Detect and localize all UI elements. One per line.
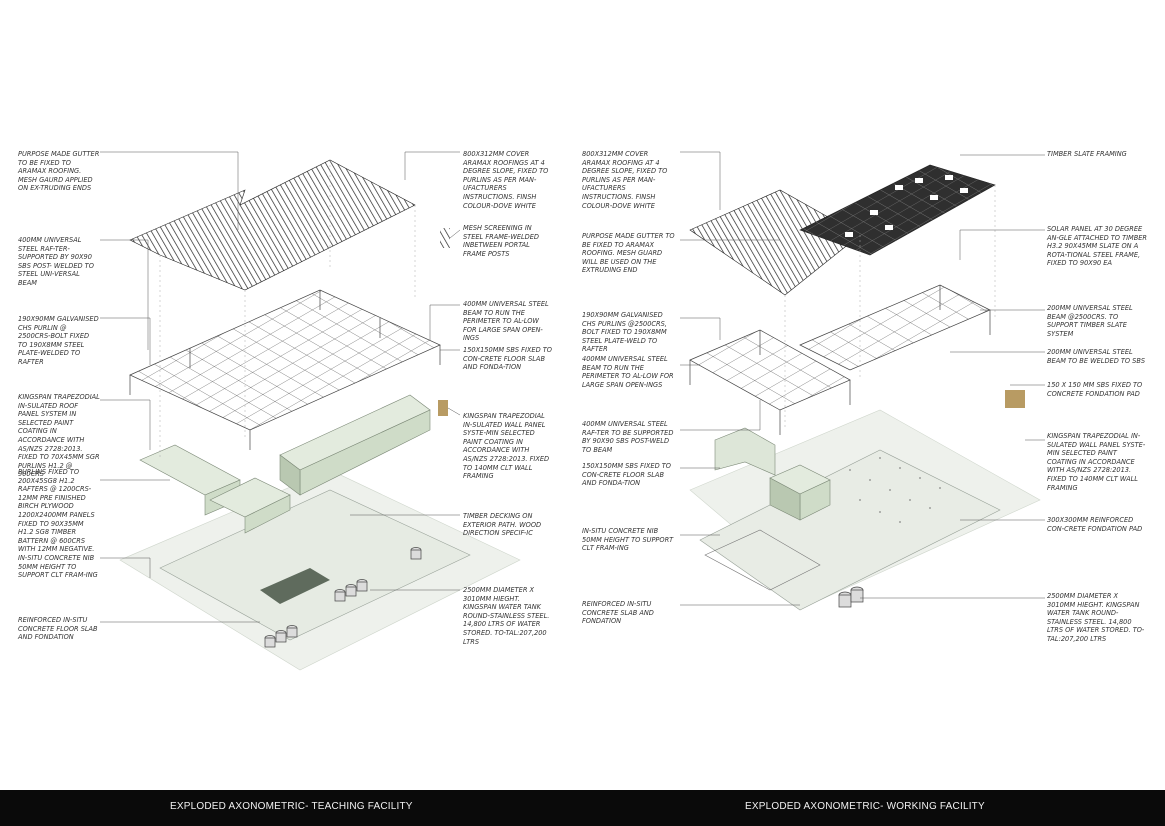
working-clt-walls — [714, 427, 776, 476]
teaching-note-kingspan-roof: KINGSPAN TRAPEZODIAL IN-SULATED ROOF PAN… — [18, 393, 100, 479]
working-drawing — [680, 151, 1045, 611]
teaching-wall-volume-a-side — [279, 454, 301, 496]
working-wall-block-side — [769, 477, 801, 521]
working-note-timber: TIMBER SLATE FRAMING — [1047, 150, 1127, 158]
working-note-pad: 300X300mm REINFORCED CON-CRETE FONDATION… — [1047, 516, 1143, 533]
teaching-water-tanks — [264, 547, 422, 648]
teaching-wall-volume-c-face — [244, 494, 291, 534]
working-note-sbs-pad: 150 X 150 mm SBS FIXED TO CONCRETE FONDA… — [1047, 381, 1143, 398]
working-water-tanks — [838, 586, 864, 608]
working-note-slab: REINFORCED IN-SITU CONCRETE SLAB AND FON… — [582, 600, 654, 626]
teaching-note-kingspan-wall: KINGSPAN TRAPEZODIAL IN-SULATED WALL PAN… — [463, 412, 550, 481]
teaching-timber-sample — [438, 400, 448, 416]
teaching-note-gutter: PURPOSE MADE GUTTER TO BE FIXED TO ARAMA… — [18, 150, 100, 193]
working-note-sbs-slab: 150X150MM SBS FIXED TO CON-CRETE FLOOR S… — [582, 462, 671, 488]
teaching-note-cover: 800x312mm COVER ARAMAX ROOFINGS AT 4 DEG… — [463, 150, 549, 210]
teaching-note-purlins-fixed: PURLINS FIXED TO 200x45SG8 h1.2 RAFTERS … — [18, 468, 95, 554]
teaching-note-beam: 400mm UNIVERSAL STEEL BEAM TO RUN THE PE… — [463, 300, 549, 343]
teaching-roof-cladding — [129, 159, 416, 291]
teaching-note-decking: TIMBER DECKING ON EXTERIOR PATH. WOOD DI… — [463, 512, 542, 538]
teaching-note-nib: IN-SITU CONCRETE NIB 50mm HEIGHT TO SUPP… — [18, 554, 98, 580]
teaching-note-purlin: 190x90mm GALVANISED CHS PURLIN @ 2500crs… — [18, 315, 99, 366]
working-note-tank: 2500mm DIAMETER x 3010mm HIEGHT. KINGSPA… — [1047, 592, 1145, 643]
teaching-drawing — [100, 151, 521, 671]
working-solar-openings — [845, 175, 968, 237]
working-steel-frame — [689, 284, 991, 435]
working-note-solar: SOLAR PANEL AT 30 DEGREE AN-GLE ATTACHED… — [1047, 225, 1148, 268]
working-timber-sample — [1005, 390, 1025, 408]
working-note-purlins: 190X90mm GALVANISED CHS PURLINS @2500CRS… — [582, 311, 667, 354]
working-note-kingspan-wall: KINGSPAN TRAPEZODIAL IN-SULATED WALL PAN… — [1047, 432, 1146, 492]
teaching-timber-deck — [260, 568, 330, 604]
working-note-cover: 800x312mm COVER ARAMAX ROOFING AT 4 DEGR… — [582, 150, 668, 210]
working-title: EXPLODED AXONOMETRIC- WORKING FACILITY — [745, 801, 985, 812]
working-floor-inner — [704, 529, 821, 591]
working-note-beam-200: 200mm UNIVERSAL STEEL BEAM @2500crs. TO … — [1047, 304, 1133, 338]
teaching-note-mesh: MESH SCREENING IN STEEL FRAME-WELDED INB… — [463, 224, 539, 258]
working-note-beam-weld: 200mm UNIVERSAL STEEL BEAM TO BE WELDED … — [1047, 348, 1146, 365]
teaching-note-rafter: 400mm UNIVERSAL STEEL RAF-TER-SUPPORTED … — [18, 236, 94, 287]
working-note-nib: IN-SITU CONCRETE NIB 50mm HEIGHT TO SUPP… — [582, 527, 674, 553]
working-note-beam-perimeter: 400mm UNIVERSAL STEEL BEAM TO RUN THE PE… — [582, 355, 674, 389]
teaching-mesh-screen — [440, 228, 450, 248]
exploded-axonometric-drawing — [100, 151, 1045, 671]
teaching-note-slab: Reinforced IN-SITU CONCRETE FLOOR SLAB A… — [18, 616, 98, 642]
teaching-note-sbs: 150x150mm SBS FIXED TO CON-CRETE FLOOR S… — [463, 346, 552, 372]
working-note-gutter: PURPOSE MADE GUTTER TO BE FIXED TO ARAMA… — [582, 232, 675, 275]
teaching-note-tank: 2500mm DIAMETER x 3010mm HIEGHT. KINGSPA… — [463, 586, 550, 646]
footer-bar: EXPLODED AXONOMETRIC- TEACHING FACILITY … — [0, 790, 1165, 826]
working-note-rafter: 400mm UNIVERSAL STEEL RAF-TER TO BE SUPP… — [582, 420, 674, 454]
working-foundation-pads — [849, 457, 941, 523]
teaching-title: EXPLODED AXONOMETRIC- TEACHING FACILITY — [170, 801, 413, 812]
teaching-steel-frame — [129, 289, 441, 450]
